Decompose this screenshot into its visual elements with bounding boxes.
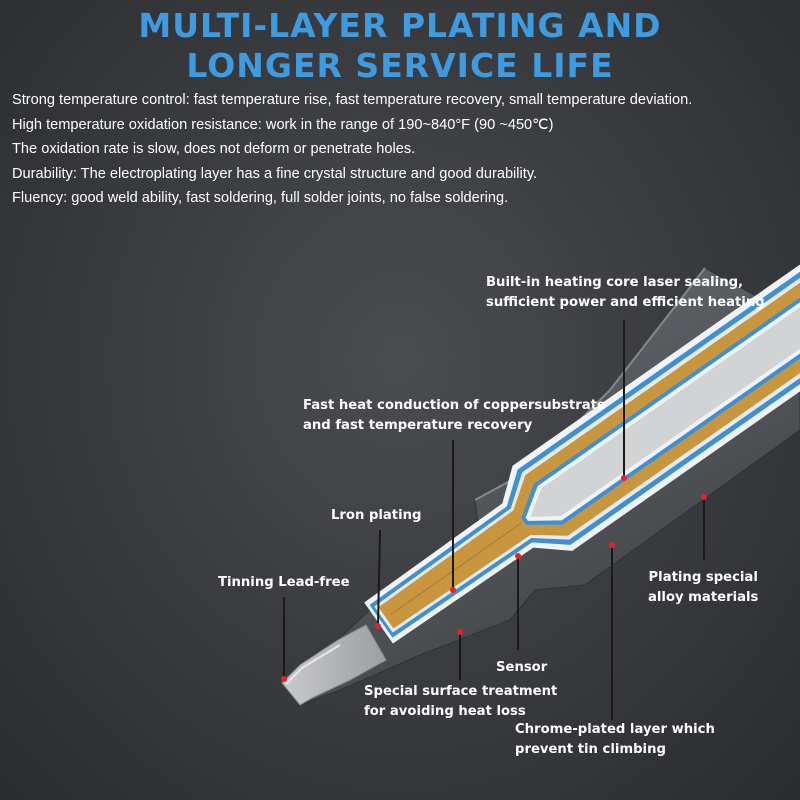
leader-lines [283,320,705,720]
leader-iron-plating [377,529,381,626]
label-sensor: Sensor [496,660,548,675]
marker-chrome [609,542,615,548]
label-copper-substrate: Fast heat conduction of coppersubstrate … [303,398,606,433]
feature-item: High temperature oxidation resistance: w… [12,116,554,133]
label-chrome-layer: Chrome-plated layer which prevent tin cl… [515,722,715,757]
marker-copper [450,587,456,593]
feature-list: Strong temperature control: fast tempera… [12,88,798,211]
layer-stack [364,250,800,644]
title-line-2: LONGER SERVICE LIFE [186,46,614,85]
tip-groove-line [390,522,523,615]
tip-highlight [285,644,341,685]
marker-sensor [515,553,521,559]
marker-surface [457,629,463,635]
point-markers [281,475,707,682]
label-tinning: Tinning Lead-free [218,575,350,590]
marker-tinning [281,676,287,682]
tinned-tip [281,624,387,706]
label-alloy: Plating special alloy materials [648,570,759,605]
title-line-1: MULTI-LAYER PLATING AND [138,6,662,45]
feature-item: Strong temperature control: fast tempera… [12,92,693,108]
page-title: MULTI-LAYER PLATING AND LONGER SERVICE L… [0,6,800,86]
feature-item: Fluency: good weld ability, fast solderi… [12,190,509,206]
feature-item: The oxidation rate is slow, does not def… [12,141,416,157]
label-surface-treatment: Special surface treatment for avoiding h… [364,684,558,719]
heating-core [530,279,800,517]
feature-item: Durability: The electroplating layer has… [12,165,538,182]
label-iron-plating: Lron plating [331,508,422,523]
marker-alloy [701,494,707,500]
marker-heating-core [621,475,627,481]
label-heating-core: Built-in heating core laser sealing, suf… [486,275,765,310]
marker-iron-plating [375,623,381,629]
